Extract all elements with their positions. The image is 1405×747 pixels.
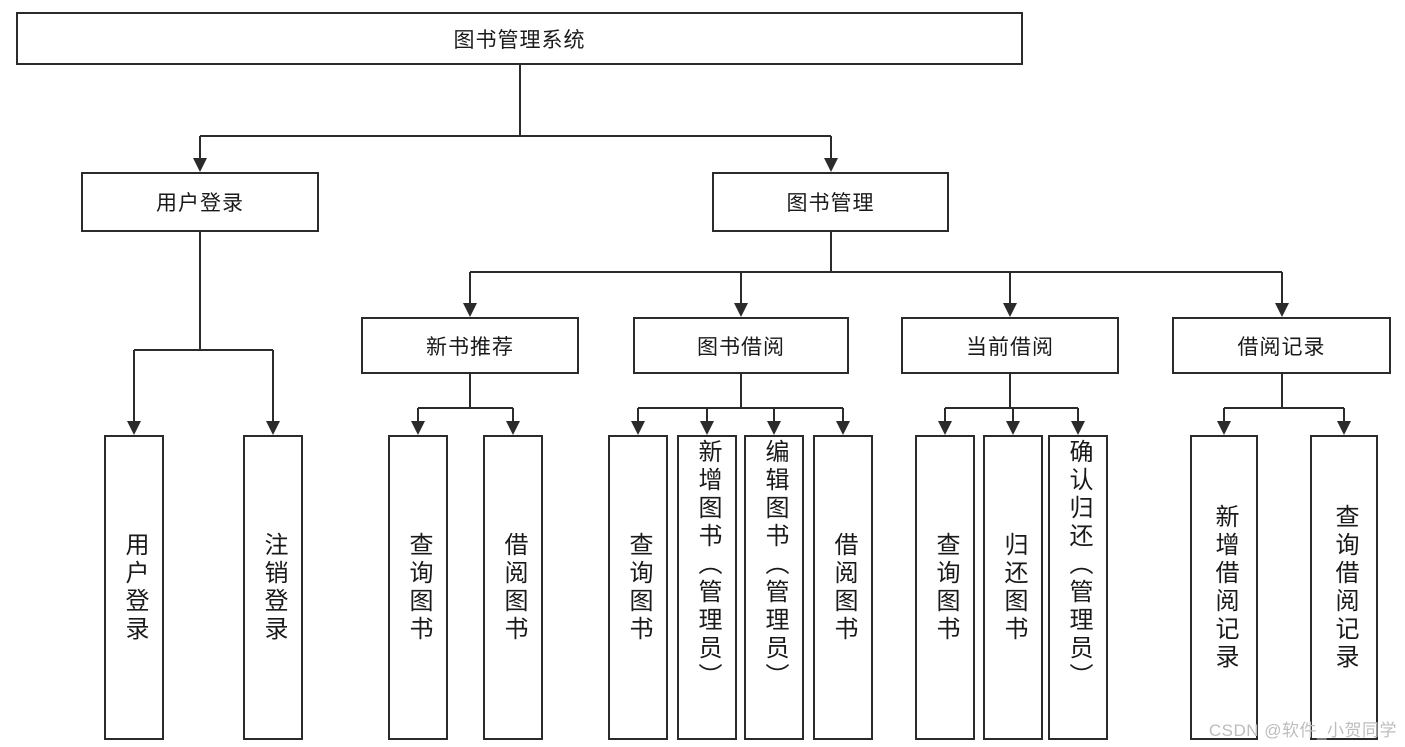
connector-trunk xyxy=(829,232,832,272)
node-new-book-recommendation[interactable]: 新书推荐 xyxy=(361,317,579,374)
arrowhead-icon xyxy=(767,421,781,435)
leaf-edit-book-admin[interactable]: 编辑图书（管理员） xyxy=(744,435,804,740)
leaf-return-books[interactable]: 归还图书 xyxy=(983,435,1043,740)
connector-trunk xyxy=(1009,374,1011,408)
arrowhead-icon xyxy=(1337,421,1351,435)
connector-branch xyxy=(1280,272,1283,303)
connector-branch xyxy=(199,136,201,158)
connector-branch xyxy=(842,408,844,421)
node-book-management[interactable]: 图书管理 xyxy=(712,172,949,232)
arrowhead-icon xyxy=(836,421,850,435)
leaf-user-login[interactable]: 用户登录 xyxy=(104,435,164,740)
connector-trunk xyxy=(518,65,521,136)
node-book-borrowing[interactable]: 图书借阅 xyxy=(633,317,849,374)
arrowhead-icon xyxy=(1071,421,1085,435)
connector-branch xyxy=(637,408,639,421)
connector-branch xyxy=(1077,408,1079,421)
node-current-borrowing[interactable]: 当前借阅 xyxy=(901,317,1119,374)
arrowhead-icon xyxy=(127,421,141,435)
arrowhead-icon xyxy=(631,421,645,435)
csdn-watermark: CSDN @软件_小贺同学 xyxy=(1208,721,1397,740)
connector-branch xyxy=(773,408,775,421)
leaf-query-books-current[interactable]: 查询图书 xyxy=(915,435,975,740)
arrowhead-icon xyxy=(193,158,207,172)
connector-branch xyxy=(417,408,419,421)
connector-branch xyxy=(512,408,514,421)
connector-bus xyxy=(470,271,1282,273)
connector-branch xyxy=(740,272,742,303)
arrowhead-icon xyxy=(1274,303,1289,317)
leaf-query-borrow-record[interactable]: 查询借阅记录 xyxy=(1310,435,1378,740)
leaf-borrow-books[interactable]: 借阅图书 xyxy=(813,435,873,740)
connector-bus xyxy=(1224,407,1344,409)
node-root-book-management-system[interactable]: 图书管理系统 xyxy=(16,12,1023,65)
connector-bus xyxy=(200,135,831,137)
leaf-user-logout[interactable]: 注销登录 xyxy=(243,435,303,740)
arrowhead-icon xyxy=(1003,303,1017,317)
arrowhead-icon xyxy=(506,421,520,435)
leaf-query-books-rec[interactable]: 查询图书 xyxy=(388,435,448,740)
connector-branch xyxy=(706,408,708,421)
connector-bus xyxy=(945,407,1078,409)
connector-branch xyxy=(829,136,832,158)
connector-trunk xyxy=(1280,374,1283,408)
node-user-login[interactable]: 用户登录 xyxy=(81,172,319,232)
leaf-query-books-borrow[interactable]: 查询图书 xyxy=(608,435,668,740)
connector-branch xyxy=(469,272,471,303)
connector-branch xyxy=(1343,408,1345,421)
leaf-confirm-return-admin[interactable]: 确认归还（管理员） xyxy=(1048,435,1108,740)
connector-bus xyxy=(134,349,273,351)
connector-trunk xyxy=(740,374,742,408)
arrowhead-icon xyxy=(1006,421,1020,435)
arrowhead-icon xyxy=(700,421,714,435)
connector-branch xyxy=(1223,408,1225,421)
connector-trunk xyxy=(199,232,201,350)
connector-branch xyxy=(1009,272,1011,303)
arrowhead-icon xyxy=(1217,421,1231,435)
leaf-add-borrow-record[interactable]: 新增借阅记录 xyxy=(1190,435,1258,740)
connector-trunk xyxy=(469,374,471,408)
connector-branch xyxy=(1012,408,1014,421)
arrowhead-icon xyxy=(463,303,477,317)
leaf-borrow-books-rec[interactable]: 借阅图书 xyxy=(483,435,543,740)
arrowhead-icon xyxy=(938,421,952,435)
arrowhead-icon xyxy=(266,421,280,435)
arrowhead-icon xyxy=(734,303,748,317)
node-borrowing-records[interactable]: 借阅记录 xyxy=(1172,317,1391,374)
connector-branch xyxy=(944,408,946,421)
arrowhead-icon xyxy=(823,158,838,172)
connector-bus xyxy=(418,407,513,409)
connector-branch xyxy=(272,350,274,421)
connector-bus xyxy=(638,407,843,409)
connector-branch xyxy=(133,350,135,421)
leaf-add-book-admin[interactable]: 新增图书（管理员） xyxy=(677,435,737,740)
arrowhead-icon xyxy=(411,421,425,435)
